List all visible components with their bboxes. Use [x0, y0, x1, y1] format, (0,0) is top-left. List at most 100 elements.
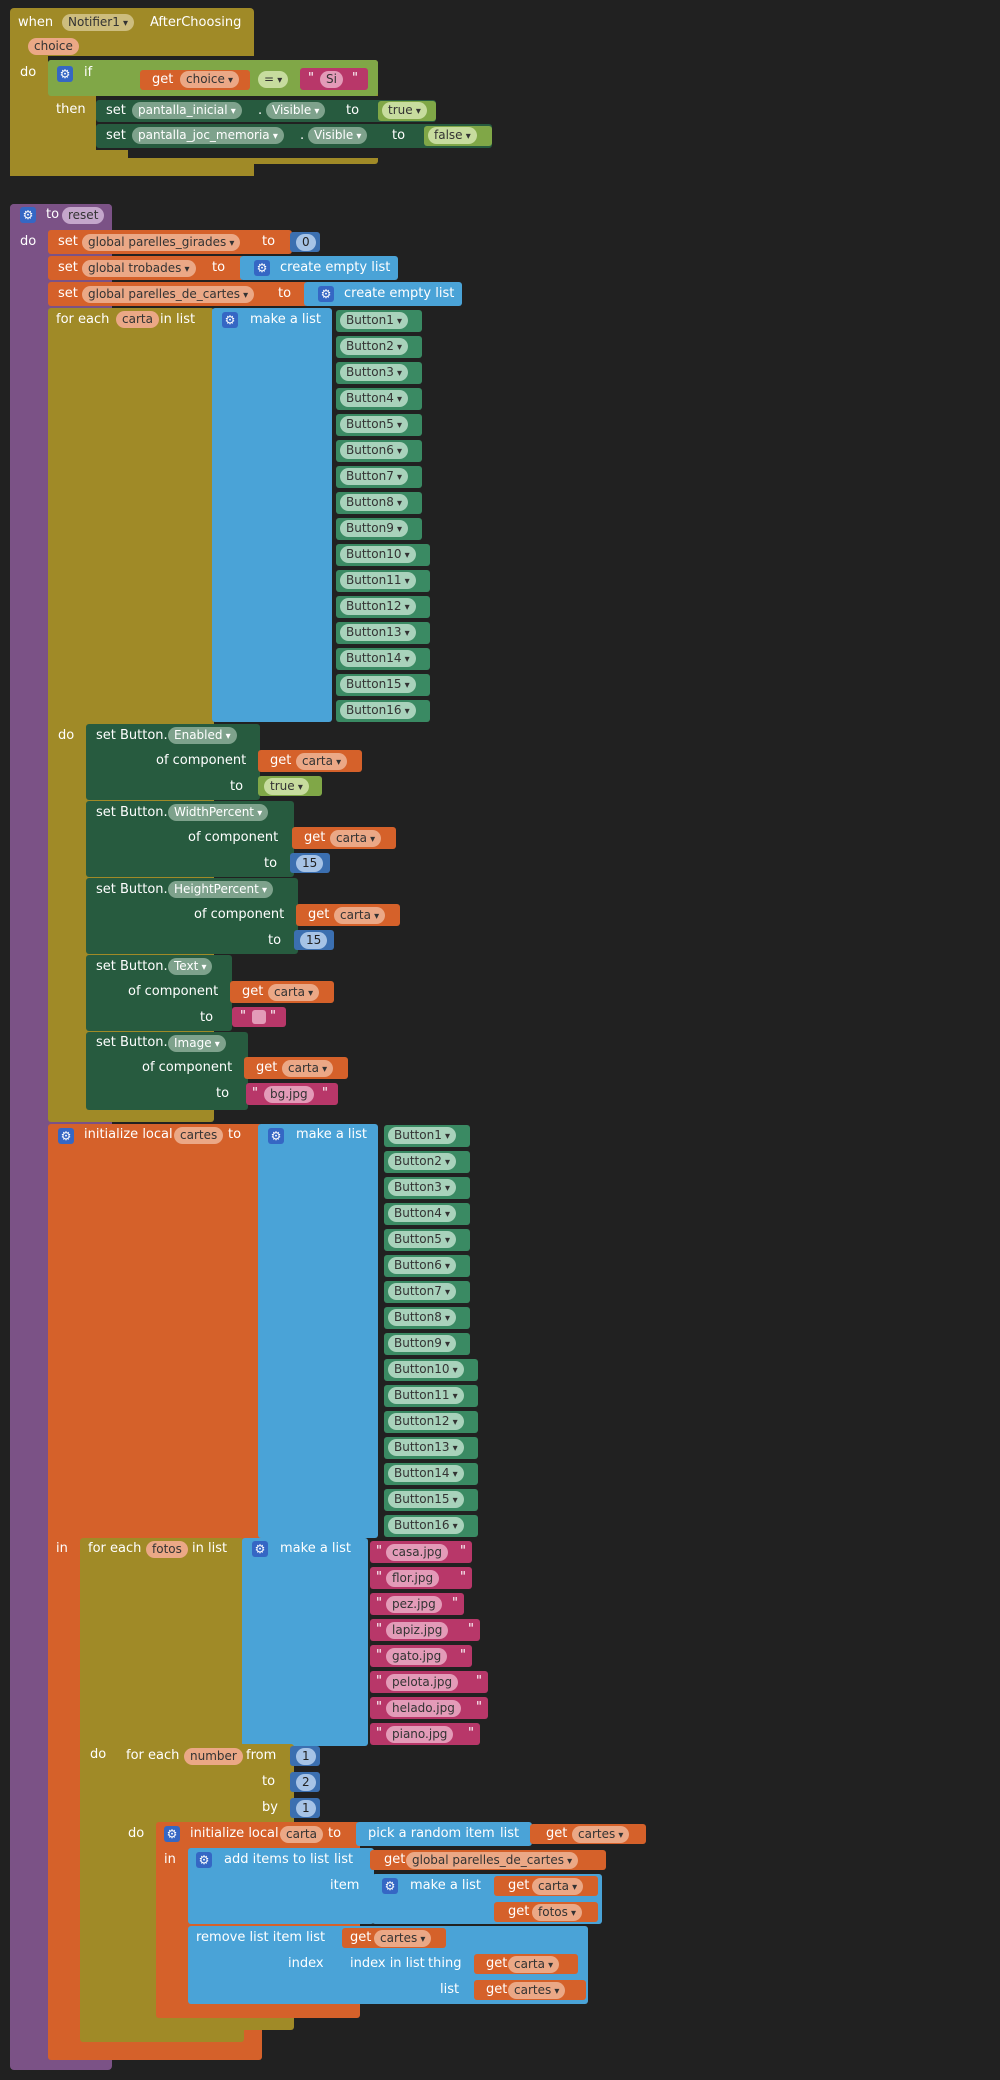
button-component-dropdown[interactable]: Button6 — [340, 442, 409, 459]
get-carta[interactable]: carta — [330, 830, 382, 847]
var-number[interactable]: number — [184, 1748, 243, 1765]
photo-filename[interactable]: flor.jpg — [386, 1570, 440, 1587]
get-carta[interactable]: carta — [334, 907, 386, 924]
number-by-1[interactable]: 1 — [296, 1800, 316, 1817]
get-cartes[interactable]: cartes — [374, 1930, 432, 1947]
photo-filename[interactable]: pelota.jpg — [386, 1674, 459, 1691]
gear-icon[interactable]: ⚙ — [268, 1128, 284, 1144]
get-carta[interactable]: carta — [282, 1060, 334, 1077]
button-component-dropdown[interactable]: Button16 — [388, 1517, 464, 1534]
get-fotos[interactable]: fotos — [532, 1904, 583, 1921]
text-dropdown[interactable]: Text — [168, 958, 213, 975]
photo-filename[interactable]: helado.jpg — [386, 1700, 461, 1717]
button-component-dropdown[interactable]: Button4 — [388, 1205, 457, 1222]
get-choice-dropdown[interactable]: choice — [180, 71, 240, 88]
widthpercent-dropdown[interactable]: WidthPercent — [168, 804, 269, 821]
number-to-2[interactable]: 2 — [296, 1774, 316, 1791]
gear-icon[interactable]: ⚙ — [252, 1541, 268, 1557]
number-15-width[interactable]: 15 — [296, 855, 324, 872]
image-dropdown[interactable]: Image — [168, 1035, 226, 1052]
button-component-dropdown[interactable]: Button7 — [340, 468, 409, 485]
heightpercent-dropdown[interactable]: HeightPercent — [168, 881, 274, 898]
button-component-dropdown[interactable]: Button9 — [388, 1335, 457, 1352]
button-component-dropdown[interactable]: Button2 — [340, 338, 409, 355]
gear-icon[interactable]: ⚙ — [58, 1128, 74, 1144]
visible-dropdown-2[interactable]: Visible — [308, 127, 368, 144]
number-0[interactable]: 0 — [296, 234, 316, 251]
get-global-parelles-de-cartes[interactable]: global parelles_de_cartes — [406, 1852, 579, 1869]
bg-jpg-value[interactable]: bg.jpg — [264, 1086, 314, 1103]
get-cartes[interactable]: cartes — [572, 1826, 630, 1843]
number-from-1[interactable]: 1 — [296, 1748, 316, 1765]
button-component-dropdown[interactable]: Button4 — [340, 390, 409, 407]
compare-op-dropdown[interactable]: = — [258, 71, 289, 88]
gear-icon[interactable]: ⚙ — [254, 260, 270, 276]
gear-icon[interactable]: ⚙ — [20, 207, 36, 223]
param-choice[interactable]: choice — [28, 38, 79, 55]
photo-filename[interactable]: casa.jpg — [386, 1544, 448, 1561]
true-dropdown-2[interactable]: true — [264, 778, 309, 795]
button-component-dropdown[interactable]: Button16 — [340, 702, 416, 719]
photo-filename[interactable]: pez.jpg — [386, 1596, 442, 1613]
button-component-dropdown[interactable]: Button13 — [340, 624, 416, 641]
button-component-dropdown[interactable]: Button15 — [340, 676, 416, 693]
button-component-dropdown[interactable]: Button14 — [340, 650, 416, 667]
get-cartes[interactable]: cartes — [508, 1982, 566, 1999]
button-component-dropdown[interactable]: Button9 — [340, 520, 409, 537]
button-component-dropdown[interactable]: Button11 — [388, 1387, 464, 1404]
var-fotos[interactable]: fotos — [146, 1541, 188, 1558]
button-component-dropdown[interactable]: Button5 — [340, 416, 409, 433]
photo-filename[interactable]: piano.jpg — [386, 1726, 454, 1743]
enabled-dropdown[interactable]: Enabled — [168, 727, 237, 744]
button-component-dropdown[interactable]: Button8 — [340, 494, 409, 511]
var-carta-local[interactable]: carta — [280, 1826, 323, 1843]
photo-filename[interactable]: lapiz.jpg — [386, 1622, 449, 1639]
get-carta[interactable]: carta — [296, 753, 348, 770]
button-component-dropdown[interactable]: Button10 — [388, 1361, 464, 1378]
pantalla-joc-memoria-dropdown[interactable]: pantalla_joc_memoria — [132, 127, 284, 144]
button-component-dropdown[interactable]: Button13 — [388, 1439, 464, 1456]
button-component-dropdown[interactable]: Button7 — [388, 1283, 457, 1300]
global-trobades-dropdown[interactable]: global trobades — [82, 260, 196, 277]
get-carta[interactable]: carta — [268, 984, 320, 1001]
button-component-dropdown[interactable]: Button8 — [388, 1309, 457, 1326]
button-component-dropdown[interactable]: Button12 — [388, 1413, 464, 1430]
button-component-dropdown[interactable]: Button15 — [388, 1491, 464, 1508]
button-component-dropdown[interactable]: Button2 — [388, 1153, 457, 1170]
button-component-dropdown[interactable]: Button6 — [388, 1257, 457, 1274]
gear-icon[interactable]: ⚙ — [57, 66, 73, 82]
true-dropdown[interactable]: true — [382, 102, 427, 119]
text-si[interactable]: Si — [320, 71, 343, 88]
button-component-dropdown[interactable]: Button3 — [388, 1179, 457, 1196]
button-component-dropdown[interactable]: Button11 — [340, 572, 416, 589]
make-a-list-photos[interactable] — [242, 1538, 368, 1746]
global-parelles-de-cartes-dropdown[interactable]: global parelles_de_cartes — [82, 286, 255, 303]
false-dropdown[interactable]: false — [428, 127, 477, 144]
button-component-dropdown[interactable]: Button3 — [340, 364, 409, 381]
make-a-list-buttons[interactable] — [212, 308, 332, 722]
get-carta[interactable]: carta — [532, 1878, 584, 1895]
button-component-dropdown[interactable]: Button5 — [388, 1231, 457, 1248]
button-component-dropdown[interactable]: Button10 — [340, 546, 416, 563]
visible-dropdown[interactable]: Visible — [266, 102, 326, 119]
gear-icon[interactable]: ⚙ — [318, 286, 334, 302]
button-component-dropdown[interactable]: Button12 — [340, 598, 416, 615]
get-carta[interactable]: carta — [508, 1956, 560, 1973]
global-parelles-girades-dropdown[interactable]: global parelles_girades — [82, 234, 241, 251]
photo-filename[interactable]: gato.jpg — [386, 1648, 448, 1665]
button-component-dropdown[interactable]: Button1 — [340, 312, 409, 329]
button-component-dropdown[interactable]: Button1 — [388, 1127, 457, 1144]
var-cartes[interactable]: cartes — [174, 1127, 224, 1144]
procedure-name[interactable]: reset — [62, 207, 105, 224]
button-component-dropdown[interactable]: Button14 — [388, 1465, 464, 1482]
make-a-list-cartes[interactable] — [258, 1124, 378, 1538]
gear-icon[interactable]: ⚙ — [222, 312, 238, 328]
pick-random-item[interactable] — [356, 1822, 532, 1846]
number-15-height[interactable]: 15 — [300, 932, 328, 949]
pantalla-inicial-dropdown[interactable]: pantalla_inicial — [132, 102, 242, 119]
gear-icon[interactable]: ⚙ — [382, 1878, 398, 1894]
add-items-to-list[interactable] — [188, 1848, 374, 1924]
gear-icon[interactable]: ⚙ — [196, 1852, 212, 1868]
component-dropdown[interactable]: Notifier1 — [62, 14, 135, 31]
var-carta[interactable]: carta — [116, 311, 159, 328]
